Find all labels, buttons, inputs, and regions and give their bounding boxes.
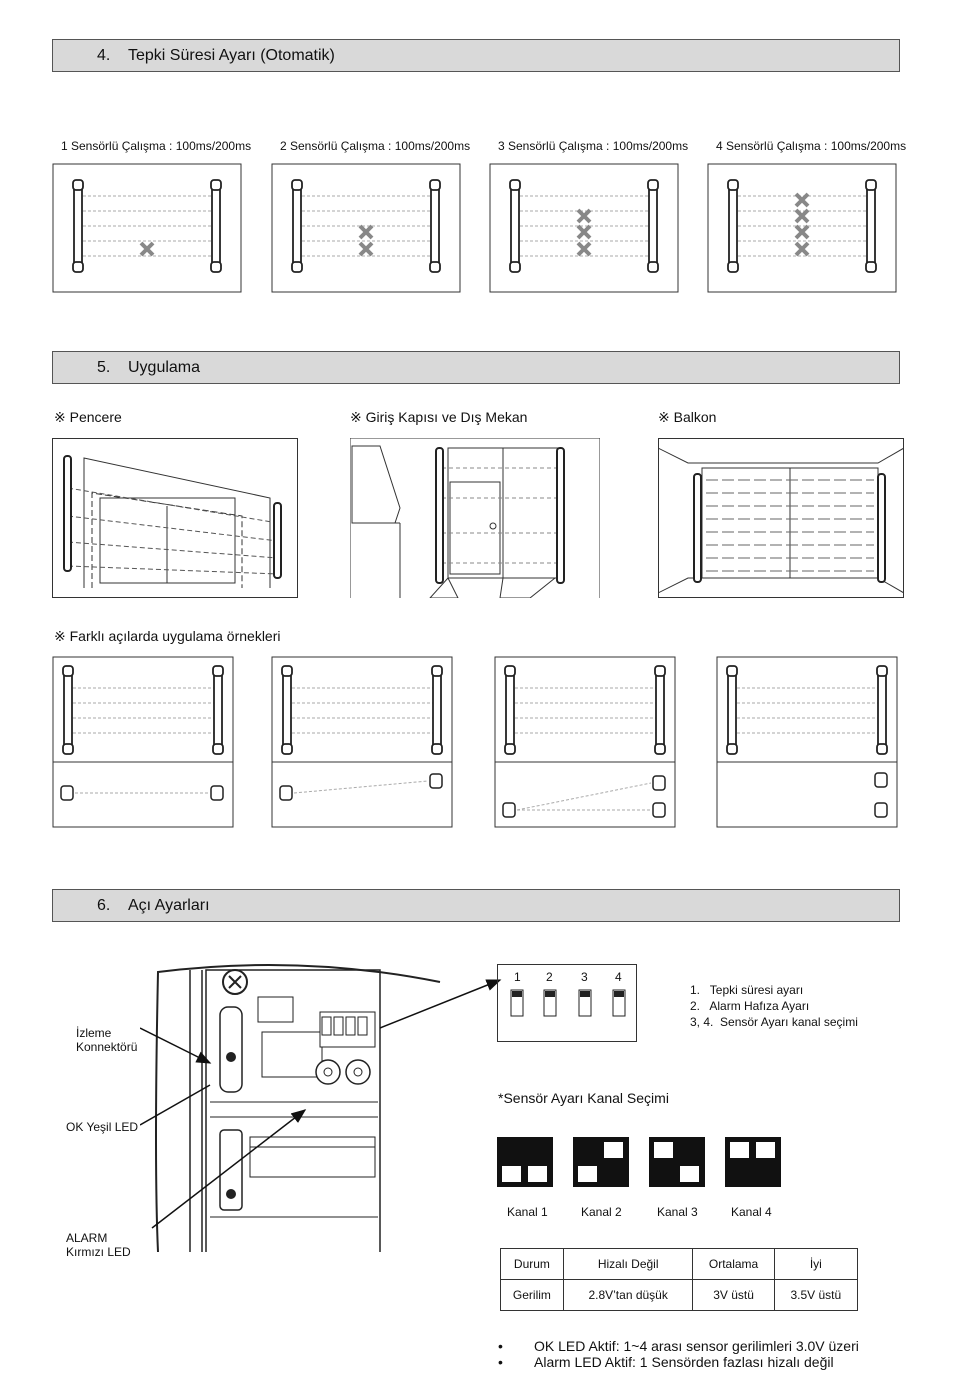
section-5-header: 5. Uygulama (52, 351, 900, 384)
section-number: 5. (97, 359, 111, 376)
angle-example-panel (271, 656, 453, 828)
bullet-text: OK LED Aktif: 1~4 arası sensor gerilimle… (534, 1338, 859, 1354)
beam-blocked-icon (358, 241, 374, 257)
angle-example-panel (52, 656, 234, 828)
angle-example-diagrams (52, 656, 898, 828)
table-cell: İyi (773, 1248, 859, 1280)
sensor-mode-1-label: 1 Sensörlü Çalışma : 100ms/200ms (61, 139, 252, 153)
table-cell: 3.5V üstü (773, 1279, 859, 1311)
channel-diagrams (497, 1137, 781, 1187)
bullet-text: Alarm LED Aktif: 1 Sensörden fazlası hiz… (534, 1354, 834, 1370)
channel-selection-title: *Sensör Ayarı Kanal Seçimi (498, 1090, 669, 1106)
beam-blocked-icon (576, 224, 592, 240)
angle-example-panel (494, 656, 676, 828)
dip-legend-item: 2. Alarm Hafıza Ayarı (690, 999, 810, 1013)
table-cell: Durum (500, 1248, 564, 1280)
sensor-mode-diagrams (52, 163, 897, 293)
beam-blocked-icon (794, 224, 810, 240)
dip-number-2: 2 (546, 970, 553, 984)
sensor-mode-panel (707, 163, 897, 293)
beam-blocked-icon (576, 241, 592, 257)
dip-number-3: 3 (581, 970, 588, 984)
beam-blocked-icon (139, 241, 155, 257)
application-balcony-label: ※ Balkon (658, 409, 717, 425)
label-line: Kırmızı LED (66, 1245, 131, 1259)
beam-blocked-icon (794, 208, 810, 224)
dip-switch-panel (497, 964, 637, 1042)
sensor-pole (432, 671, 442, 749)
sensor-mode-2-label: 2 Sensörlü Çalışma : 100ms/200ms (280, 139, 471, 153)
angle-example-panel (716, 656, 898, 828)
sensor-pole (63, 671, 73, 749)
dip-legend-item: 1. Tepki süresi ayarı (690, 983, 804, 997)
dip-number-1: 1 (514, 970, 521, 984)
sensor-pole (282, 671, 292, 749)
sensor-pole (655, 671, 665, 749)
channel-label-4: Kanal 4 (731, 1205, 772, 1219)
sensor-pole (877, 671, 887, 749)
section-number: 4. (97, 47, 111, 64)
monitor-connector-label: İzleme Konnektörü (76, 1026, 137, 1054)
alarm-led-label: ALARM Kırmızı LED (66, 1231, 131, 1259)
sensor-mode-3-label: 3 Sensörlü Çalışma : 100ms/200ms (498, 139, 689, 153)
angle-examples-label: ※ Farklı açılarda uygulama örnekleri (54, 628, 281, 644)
sensor-mode-panel (271, 163, 461, 293)
channel-label-3: Kanal 3 (657, 1205, 698, 1219)
balcony-illustration (658, 438, 904, 598)
section-title: Tepki Süresi Ayarı (Otomatik) (128, 47, 335, 64)
table-cell: Ortalama (692, 1248, 775, 1280)
application-window-label: ※ Pencere (54, 409, 122, 425)
bullet-icon: • (498, 1354, 503, 1370)
section-4-header: 4. Tepki Süresi Ayarı (Otomatik) (52, 39, 900, 72)
beam-blocked-icon (576, 208, 592, 224)
bullet-icon: • (498, 1338, 503, 1354)
application-door-label: ※ Giriş Kapısı ve Dış Mekan (350, 409, 528, 425)
channel-label-2: Kanal 2 (581, 1205, 622, 1219)
dip-switches (510, 989, 626, 1017)
table-row: Durum Hizalı Değil Ortalama İyi (500, 1248, 859, 1280)
sensor-pole (213, 671, 223, 749)
section-6-header: 6. Açı Ayarları (52, 889, 900, 922)
table-cell: 3V üstü (692, 1279, 775, 1311)
window-illustration (52, 438, 298, 598)
status-table: Durum Hizalı Değil Ortalama İyi Gerilim … (500, 1248, 859, 1311)
label-line: ALARM (66, 1231, 108, 1245)
table-row: Gerilim 2.8V’tan düşük 3V üstü 3.5V üstü (500, 1279, 859, 1311)
circuit-board-drawing (155, 963, 441, 1252)
sensor-mode-panel (489, 163, 679, 293)
section-title: Açı Ayarları (128, 897, 210, 914)
section-number: 6. (97, 897, 111, 914)
sensor-pole (505, 671, 515, 749)
beam-blocked-icon (358, 224, 374, 240)
dip-legend: 1. Tepki süresi ayarı 2. Alarm Hafıza Ay… (690, 982, 858, 1030)
sensor-pole (727, 671, 737, 749)
table-cell: 2.8V’tan düşük (562, 1279, 694, 1311)
sensor-mode-panel (52, 163, 242, 293)
beam-blocked-icon (794, 192, 810, 208)
label-line: Konnektörü (76, 1040, 138, 1054)
sensor-mode-4-label: 4 Sensörlü Çalışma : 100ms/200ms (716, 139, 907, 153)
beam-blocked-icon (794, 241, 810, 257)
dip-legend-item: 3, 4. Sensör Ayarı kanal seçimi (690, 1015, 858, 1029)
callout-arrows (140, 979, 502, 1229)
section-title: Uygulama (128, 359, 201, 376)
door-illustration (350, 438, 600, 598)
label-line: İzleme (76, 1026, 112, 1040)
ok-led-label: OK Yeşil LED (66, 1120, 139, 1134)
channel-label-1: Kanal 1 (507, 1205, 548, 1219)
dip-number-4: 4 (615, 970, 622, 984)
table-cell: Gerilim (500, 1279, 564, 1311)
table-cell: Hizalı Değil (562, 1248, 694, 1280)
